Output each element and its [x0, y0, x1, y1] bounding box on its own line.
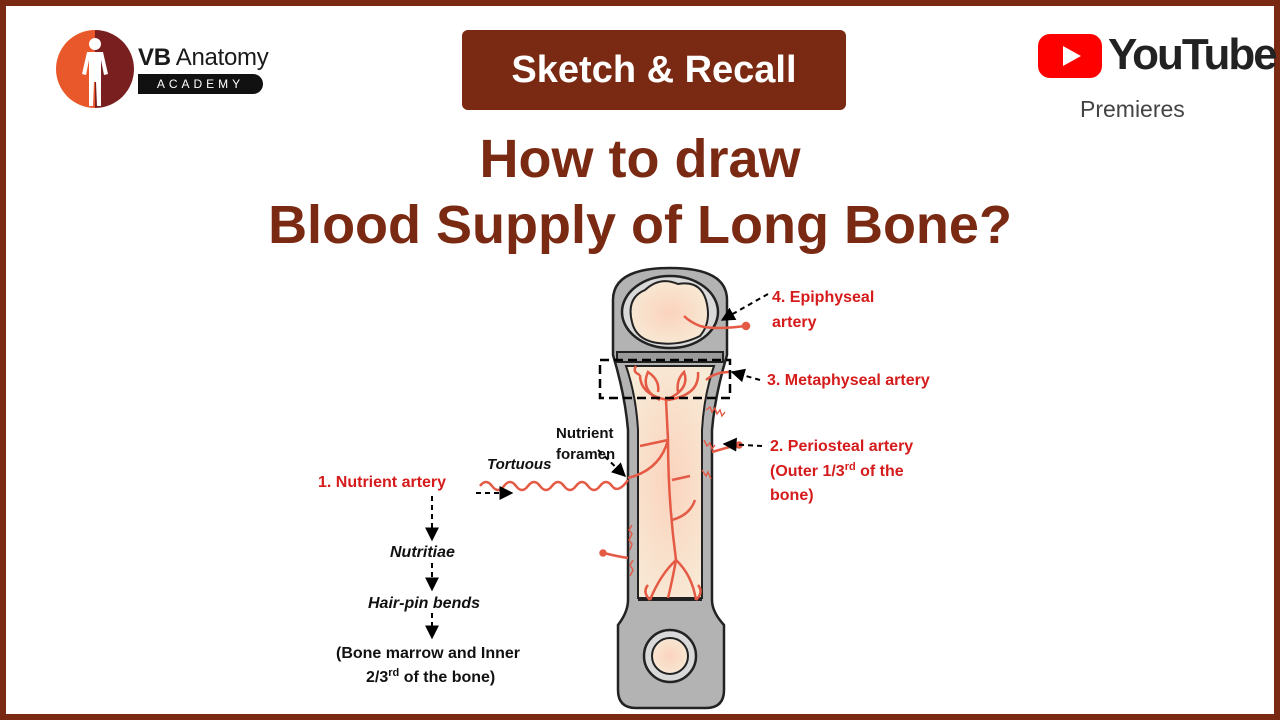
label-epiphyseal-2: artery — [772, 314, 817, 331]
label-periosteal-2: (Outer 1/3rd of the — [770, 461, 904, 480]
youtube-wordmark: YouTube — [1108, 30, 1278, 79]
logo-name: VB Anatomy — [138, 44, 269, 71]
label-nutritiae: Nutritiae — [390, 544, 455, 561]
label-tortuous: Tortuous — [487, 456, 551, 473]
periosteal-vessels — [628, 405, 726, 577]
label-epiphyseal-1: 4. Epiphyseal — [772, 289, 874, 306]
label-nutrient-foramen-1: Nutrient — [556, 425, 614, 442]
vb-anatomy-logo[interactable]: VB Anatomy ACADEMY — [56, 30, 286, 110]
label-bone-marrow-2b: of the bone) — [399, 669, 495, 686]
youtube-play-icon — [1038, 34, 1102, 78]
human-figure-icon — [56, 30, 134, 108]
label-periosteal-1: 2. Periosteal artery — [770, 438, 913, 455]
pointer-arrows — [425, 293, 769, 640]
label-bone-marrow-2: 2/3rd of the bone) — [366, 667, 495, 686]
series-banner: Sketch & Recall — [462, 30, 846, 110]
title-line-1: How to draw — [479, 129, 801, 189]
label-bone-marrow-1: (Bone marrow and Inner — [336, 645, 520, 662]
label-bone-marrow-2a: 2/3 — [366, 669, 388, 686]
logo-subtitle: ACADEMY — [138, 74, 263, 94]
label-periosteal-2b: of the — [856, 463, 904, 480]
label-metaphyseal: 3. Metaphyseal artery — [767, 372, 930, 389]
label-periosteal-3: bone) — [770, 487, 814, 504]
label-bone-marrow-2-sup: rd — [388, 667, 399, 679]
label-periosteal-2-sup: rd — [845, 461, 856, 473]
label-hairpin: Hair-pin bends — [368, 595, 480, 612]
premieres-label: Premieres — [1080, 96, 1185, 122]
label-nutrient-foramen-2: foramen — [556, 446, 615, 463]
title-line-2: Blood Supply of Long Bone? — [268, 195, 1012, 255]
youtube-badge[interactable]: YouTube Premieres — [1038, 30, 1278, 130]
label-nutrient-artery: 1. Nutrient artery — [318, 474, 446, 491]
label-periosteal-2a: (Outer 1/3 — [770, 463, 845, 480]
page-title: How to draw Blood Supply of Long Bone? — [0, 126, 1280, 258]
metaphysis-highlight-box — [598, 358, 732, 400]
